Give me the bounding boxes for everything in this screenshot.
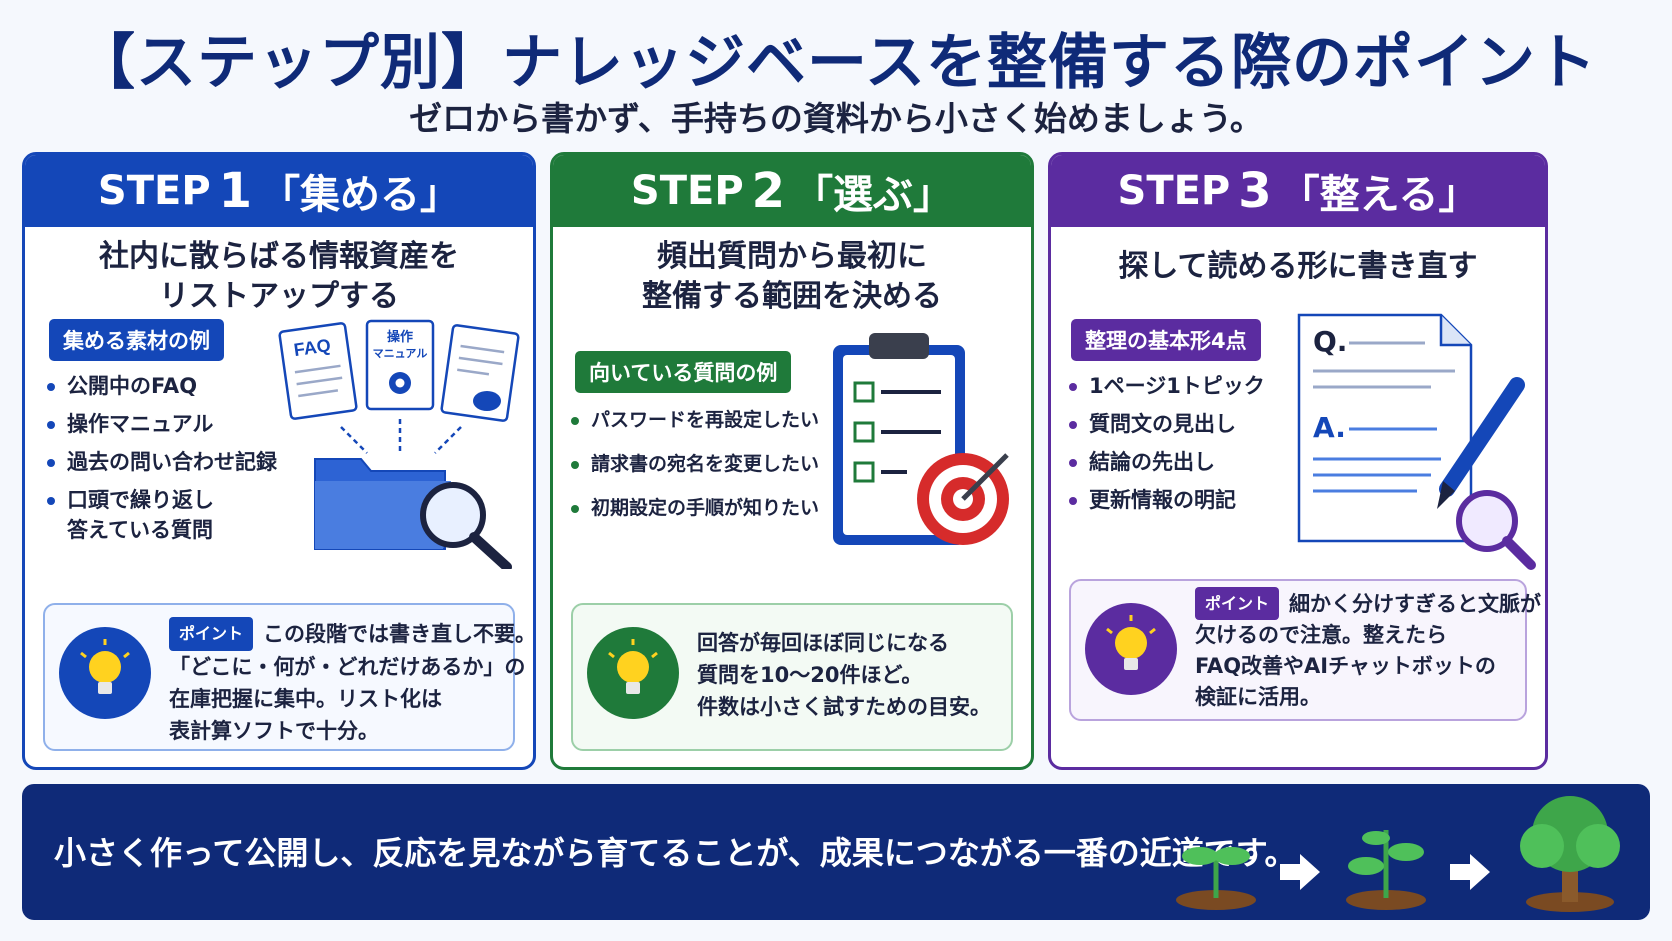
step1-header: STEP 1 「集める」	[25, 155, 533, 227]
note-line: 欠けるので注意。整えたら	[1195, 623, 1447, 647]
list-item: 1ページ1トピック	[1065, 371, 1265, 401]
list-item: 公開中のFAQ	[43, 371, 277, 401]
step2-lead-line1: 頻出質問から最初に	[657, 239, 927, 274]
step3-point-box: ポイント細かく分けすぎると文脈が 欠けるので注意。整えたら FAQ改善やAIチャ…	[1069, 579, 1541, 721]
list-item: 操作マニュアル	[43, 409, 277, 439]
magnifier-icon	[420, 482, 512, 569]
list-item: 答えている質問	[67, 518, 213, 542]
pen-icon	[1437, 377, 1525, 509]
tree-icon	[1520, 796, 1620, 912]
note-line: 回答が毎回ほぼ同じになる	[697, 631, 949, 655]
list-item: 初期設定の手順が知りたい	[567, 493, 819, 523]
list-item: 請求書の宛名を変更したい	[567, 449, 819, 479]
step1-point-box: ポイントこの段階では書き直し不要。 「どこに・何が・どれだけあるか」の 在庫把握…	[43, 603, 533, 751]
lightbulb-icon	[59, 627, 151, 719]
list-item: パスワードを再設定したい	[567, 405, 819, 435]
step1-card: STEP 1 「集める」 社内に散らばる情報資産を リストアップする 集める素材…	[22, 152, 536, 770]
sprout-icon	[1176, 847, 1256, 910]
lightbulb-icon	[1085, 603, 1177, 695]
folder-icon	[314, 458, 451, 550]
step3-list: 1ページ1トピック 質問文の見出し 結論の先出し 更新情報の明記	[1065, 371, 1265, 523]
step1-number: 1	[218, 163, 253, 219]
note-line: FAQ改善やAIチャットボットの	[1195, 654, 1496, 678]
clipboard-target-illustration	[833, 333, 1009, 545]
list-item: 更新情報の明記	[1065, 485, 1265, 515]
note-line: 「どこに・何が・どれだけあるか」の	[169, 655, 526, 679]
step2-prefix: STEP	[630, 168, 744, 214]
qa-document-pen-illustration: Q. A.	[1297, 313, 1536, 570]
step2-lead: 頻出質問から最初に 整備する範囲を決める	[553, 237, 1031, 317]
step2-list: パスワードを再設定したい 請求書の宛名を変更したい 初期設定の手順が知りたい	[567, 405, 819, 531]
step1-lead-line1: 社内に散らばる情報資産を	[99, 239, 459, 274]
step1-list: 公開中のFAQ 操作マニュアル 過去の問い合わせ記録 口頭で繰り返し 答えている…	[43, 371, 277, 553]
list-item: 質問文の見出し	[1065, 409, 1265, 439]
step3-label: 「整える」	[1279, 172, 1479, 218]
q-label: Q.	[1313, 325, 1347, 358]
growth-illustration	[1176, 796, 1620, 912]
point-badge: ポイント	[169, 617, 254, 651]
page-title: 【ステップ別】ナレッジベースを整備する際のポイント	[75, 28, 1597, 98]
step1-prefix: STEP	[97, 168, 211, 214]
step2-point-text: 回答が毎回ほぼ同じになる 質問を10～20件ほど。 件数は小さく試すための目安。	[697, 627, 1003, 723]
footer-banner: 小さく作って公開し、反応を見ながら育てることが、成果につながる一番の近道です。	[22, 784, 1650, 920]
lightbulb-icon	[587, 627, 679, 719]
step3-lead-line1: 探して読める形に書き直す	[1118, 249, 1478, 284]
step1-tag: 集める素材の例	[49, 319, 224, 361]
step2-card: STEP 2 「選ぶ」 頻出質問から最初に 整備する範囲を決める 向いている質問…	[550, 152, 1034, 770]
documents-to-folder-illustration: FAQ 操作 マニュアル	[278, 319, 520, 569]
magnifier-icon	[1456, 490, 1536, 570]
seedling-icon	[1346, 830, 1426, 910]
note-line: 質問を10～20件ほど。	[697, 663, 923, 687]
a-label: A.	[1313, 411, 1346, 444]
arrow-icons	[340, 419, 462, 454]
note-line: 在庫把握に集中。リスト化は	[169, 687, 442, 711]
step2-label: 「選ぶ」	[793, 172, 954, 218]
step2-number: 2	[751, 163, 786, 219]
note-line: この段階では書き直し不要。	[263, 622, 536, 646]
step1-lead: 社内に散らばる情報資産を リストアップする	[25, 237, 533, 317]
chat-document-icon	[440, 324, 520, 422]
step1-point-text: ポイントこの段階では書き直し不要。 「どこに・何が・どれだけあるか」の 在庫把握…	[169, 617, 533, 747]
list-item: 結論の先出し	[1065, 447, 1265, 477]
faq-document-icon: FAQ	[278, 322, 358, 420]
step1-label: 「集める」	[260, 172, 461, 218]
footer-text: 小さく作って公開し、反応を見ながら育てることが、成果につながる一番の近道です。	[54, 834, 1297, 872]
note-line: 細かく分けすぎると文脈が	[1289, 592, 1542, 616]
arrow-right-icon	[1280, 854, 1320, 890]
step3-card: STEP 3 「整える」 探して読める形に書き直す 整理の基本形4点 1ページ1…	[1048, 152, 1548, 770]
step3-header: STEP 3 「整える」	[1051, 155, 1545, 227]
note-line: 件数は小さく試すための目安。	[697, 695, 991, 719]
list-item: 過去の問い合わせ記録	[43, 447, 277, 477]
target-icon	[917, 453, 1009, 545]
step2-tag: 向いている質問の例	[575, 351, 792, 393]
step3-number: 3	[1238, 163, 1272, 219]
note-line: 検証に活用。	[1195, 685, 1321, 709]
arrow-right-icon	[1450, 854, 1490, 890]
note-line: 表計算ソフトで十分。	[169, 719, 379, 743]
qa-document-icon: Q. A.	[1297, 313, 1473, 543]
step2-lead-line2: 整備する範囲を決める	[642, 279, 942, 314]
step1-lead-line2: リストアップする	[159, 279, 399, 314]
page-subtitle: ゼロから書かず、手持ちの資料から小さく始めましょう。	[409, 99, 1263, 138]
manual-document-icon: 操作 マニュアル	[365, 319, 435, 411]
step3-tag: 整理の基本形4点	[1071, 319, 1261, 361]
manual-doc-label-2: マニュアル	[373, 347, 428, 360]
point-badge: ポイント	[1195, 587, 1280, 620]
step3-lead: 探して読める形に書き直す	[1051, 247, 1545, 287]
step3-prefix: STEP	[1117, 168, 1231, 214]
list-item: 口頭で繰り返し	[43, 485, 277, 515]
step3-point-text: ポイント細かく分けすぎると文脈が 欠けるので注意。整えたら FAQ改善やAIチャ…	[1195, 587, 1541, 713]
step2-header: STEP 2 「選ぶ」	[553, 155, 1031, 227]
step2-point-box: 回答が毎回ほぼ同じになる 質問を10～20件ほど。 件数は小さく試すための目安。	[571, 603, 1013, 751]
manual-doc-label-1: 操作	[387, 329, 413, 345]
